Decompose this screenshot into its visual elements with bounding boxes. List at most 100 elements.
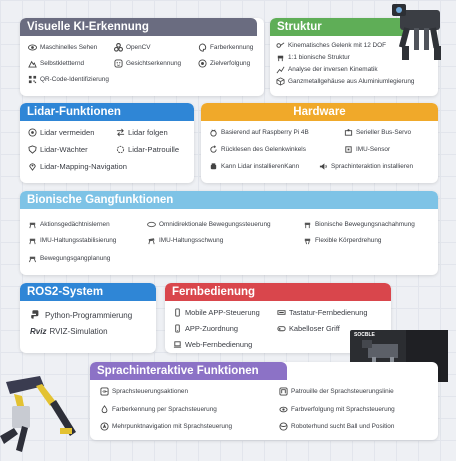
lidar-item: Lidar folgen	[116, 128, 168, 137]
hardware-item: Serieller Bus-Servo	[344, 128, 411, 137]
voice-item-label: Roboterhund sucht Ball und Position	[291, 423, 395, 430]
hardware-item-label: Serieller Bus-Servo	[356, 129, 412, 136]
robot-dog-jumping-image	[0, 366, 96, 456]
radar-icon	[28, 128, 37, 137]
keyboard-icon	[277, 308, 286, 317]
rotate-icon	[209, 145, 218, 154]
structure-item: Ganzmetallgehäuse aus Aluminiumlegierung	[276, 77, 414, 86]
vision-item-label: Maschinelles Sehen	[40, 44, 98, 51]
bionic-item: Flexible Körperdrehung	[303, 236, 381, 245]
bionic-item-label: Flexible Körperdrehung	[315, 237, 382, 244]
chart-icon	[276, 65, 285, 74]
ball-icon	[279, 422, 288, 431]
bionic-item: Bionische Bewegungsnachahmung	[303, 220, 415, 229]
voice-panel: Sprachinteraktive Funktionen Sprachsteue…	[90, 362, 438, 440]
bionic-item-label: Bewegungsgangplanung	[40, 255, 111, 262]
ros2-item: Python-Programmierung	[30, 309, 132, 321]
hardware-item-label: Basierend auf Raspberry Pi 4B	[221, 129, 309, 136]
hardware-item: Basierend auf Raspberry Pi 4B	[209, 128, 309, 137]
lidar-item: Lidar-Mapping-Navigation	[28, 162, 127, 171]
product-box-brand: SOCBLE	[354, 332, 375, 338]
joint-icon	[276, 41, 285, 50]
face-icon	[114, 59, 123, 68]
bionic-item: Aktionsgedächtnislernen	[28, 220, 110, 229]
route-icon	[279, 387, 288, 396]
hardware-panel-title: Hardware	[201, 103, 438, 121]
voice-item: Roboterhund sucht Ball und Position	[279, 422, 394, 431]
cube-icon	[276, 77, 285, 86]
app-icon	[173, 324, 182, 333]
remote-item: Tastatur-Fernbedienung	[277, 308, 367, 317]
raspberry-icon	[209, 128, 218, 137]
voice-item-label: Farberkennung per Sprachsteuerung	[112, 406, 217, 413]
bionic-item-label: IMU-Haltungsschwung	[159, 237, 224, 244]
vision-panel-title: Visuelle KI-Erkennung	[20, 18, 257, 36]
voice-wave-icon	[100, 387, 109, 396]
mountain-icon	[28, 59, 37, 68]
vision-item-label: Farberkennung	[210, 44, 254, 51]
bionic-panel: Bionische Gangfunktionen Aktionsgedächtn…	[20, 191, 438, 275]
vision-item-label: Selbstklettternd	[40, 60, 85, 67]
patrol-icon	[116, 145, 125, 154]
follow-arrows-icon	[116, 128, 125, 137]
structure-item: 1:1 bionische Struktur	[276, 53, 350, 62]
voice-item: Mehrpunktnavigation mit Sprachsteuerung	[100, 422, 232, 431]
hardware-item-label: Sprachinteraktion installieren	[331, 163, 414, 170]
opencv-icon	[114, 43, 123, 52]
vision-item: OpenCV	[114, 43, 151, 52]
hardware-item: Kann Lidar installierenKann	[209, 162, 299, 171]
bionic-item-label: Aktionsgedächtnislernen	[40, 221, 110, 228]
hardware-item-label: IMU-Sensor	[356, 146, 391, 153]
rviz-icon: Rviz	[30, 327, 47, 336]
vision-panel: Visuelle KI-Erkennung Maschinelles Sehen…	[20, 18, 264, 96]
vision-item: Selbstklettternd	[28, 59, 84, 68]
bionic-item: Omnidirektionale Bewegungssteuerung	[147, 220, 271, 229]
color-drop-icon	[100, 405, 109, 414]
vision-item-label: OpenCV	[126, 44, 151, 51]
voice-item-label: Patrouille der Sprachsteuerungslinie	[291, 388, 394, 395]
gamepad-icon	[277, 324, 286, 333]
lidar-item-label: Lidar folgen	[128, 128, 168, 137]
voice-item-label: Mehrpunktnavigation mit Sprachsteuerung	[112, 423, 233, 430]
remote-item: Web-Fernbedienung	[173, 340, 252, 349]
vision-item: Zielverfolgung	[198, 59, 250, 68]
bionic-panel-title: Bionische Gangfunktionen	[20, 191, 438, 209]
hardware-item-label: Rücklesen des Gelenkwinkels	[221, 146, 306, 153]
dog-walk-icon	[28, 220, 37, 229]
eye-follow-icon	[279, 405, 288, 414]
laptop-icon	[173, 340, 182, 349]
lidar-item-label: Lidar-Mapping-Navigation	[40, 162, 127, 171]
voice-item: Patrouille der Sprachsteuerungslinie	[279, 387, 394, 396]
lidar-item: Lidar-Patrouille	[116, 145, 179, 154]
dog-turn-icon	[303, 236, 312, 245]
qrcode-icon	[28, 75, 37, 84]
lidar-item-label: Lidar-Patrouille	[128, 145, 180, 154]
python-icon	[30, 309, 42, 321]
bionic-item-label: Bionische Bewegungsnachahmung	[315, 221, 415, 228]
eye-icon	[28, 43, 37, 52]
remote-item-label: Web-Fernbedienung	[185, 340, 253, 349]
speaker-icon	[319, 162, 328, 171]
voice-panel-title: Sprachinteraktive Funktionen	[90, 362, 287, 380]
lidar-panel-title: Lidar-Funktionen	[20, 103, 194, 121]
ros2-item: Rviz RVIZ-Simulation	[30, 327, 108, 336]
shield-icon	[28, 145, 37, 154]
vision-item: Farberkennung	[198, 43, 253, 52]
robot-dog-icon	[276, 53, 285, 62]
structure-panel-title: Struktur	[270, 18, 405, 36]
remote-item-label: Kabelloser Griff	[289, 324, 340, 333]
remote-item-label: APP-Zuordnung	[185, 324, 238, 333]
bionic-item: IMU-Haltungsstabilisierung	[28, 236, 116, 245]
remote-item: Kabelloser Griff	[277, 324, 340, 333]
voice-item: Sprachsteuerungsaktionen	[100, 387, 188, 396]
ros2-item-label: RVIZ-Simulation	[49, 327, 108, 336]
structure-item-label: 1:1 bionische Struktur	[288, 54, 350, 61]
hardware-item: Sprachinteraktion installieren	[319, 162, 413, 171]
voice-item: Farbverfolgung mit Sprachsteuerung	[279, 405, 395, 414]
structure-item-label: Kinematisches Gelenk mit 12 DOF	[288, 42, 387, 49]
hardware-panel: Hardware Basierend auf Raspberry Pi 4B S…	[201, 103, 438, 183]
structure-item: Kinematisches Gelenk mit 12 DOF	[276, 41, 386, 50]
chip-icon	[344, 145, 353, 154]
structure-item: Analyse der inversen Kinematik	[276, 65, 378, 74]
bionic-item-label: Omnidirektionale Bewegungssteuerung	[159, 221, 271, 228]
